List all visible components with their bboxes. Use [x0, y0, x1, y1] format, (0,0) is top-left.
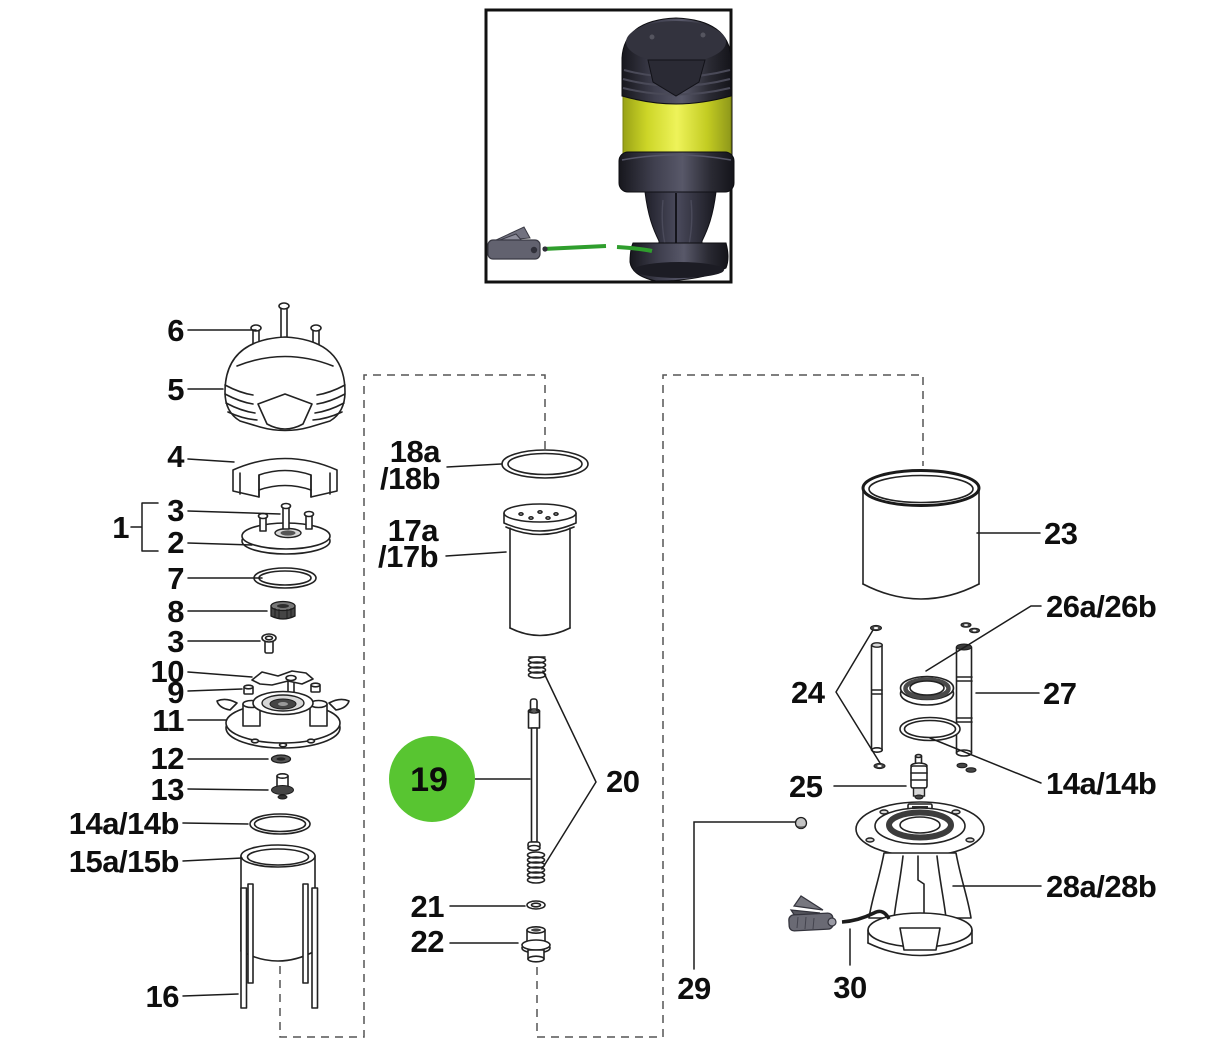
part-label-2: 2 — [167, 525, 184, 560]
part-27-rod-right-drawing — [955, 622, 980, 773]
part-30-clamp-drawing — [788, 895, 891, 932]
part-28-base-drawing — [855, 801, 985, 957]
part-label-21: 21 — [411, 889, 445, 924]
product-cable-segment — [616, 245, 653, 253]
part-22-fitting-drawing — [521, 925, 551, 963]
part-12-oring-drawing — [270, 754, 292, 764]
part-8-nut-drawing — [270, 600, 296, 620]
part-label-15: 15a/15b — [69, 844, 179, 879]
part-label-24: 24 — [791, 675, 826, 710]
part-label-27: 27 — [1043, 676, 1076, 711]
part-label-17a: 17a — [388, 513, 439, 548]
part-label-17b: /17b — [378, 539, 438, 574]
part-10-plate-drawing — [251, 670, 314, 698]
part-label-18a: 18a — [390, 434, 441, 469]
part-13-valve-drawing — [271, 772, 294, 800]
part-label-3-top: 3 — [167, 493, 184, 528]
part-3-screw-drawing — [261, 633, 277, 654]
part-label-29: 29 — [677, 971, 711, 1006]
part-17-cylinder-drawing — [503, 503, 577, 637]
part-16-legs-drawing — [240, 883, 319, 1009]
part-20-spring-bottom-drawing — [526, 851, 546, 884]
part-7-oring-drawing — [253, 567, 317, 589]
part-26-seal-drawing — [899, 675, 955, 706]
part-label-12: 12 — [151, 741, 184, 776]
part-24-rod-left-drawing — [870, 624, 886, 770]
part-label-14-right: 14a/14b — [1046, 766, 1156, 801]
part-label-25: 25 — [789, 769, 823, 804]
part-label-4: 4 — [167, 439, 185, 474]
product-photo — [484, 8, 735, 284]
part-5-cap-drawing — [224, 336, 346, 432]
part-label-23: 23 — [1044, 516, 1078, 551]
part-labels: 6 5 4 1 3 2 7 8 3 10 9 11 12 13 14a/14b … — [69, 313, 1157, 1014]
part-label-22: 22 — [411, 924, 444, 959]
part-label-28: 28a/28b — [1046, 869, 1156, 904]
part-label-5: 5 — [167, 372, 184, 407]
part-label-14-left: 14a/14b — [69, 806, 179, 841]
part-label-8: 8 — [167, 594, 184, 629]
part-23-cylinder-drawing — [861, 469, 981, 600]
part-label-13: 13 — [151, 772, 185, 807]
part-21-ring-drawing — [526, 900, 546, 910]
part-9-nuts-drawing — [243, 682, 321, 695]
highlight-circle-part-19[interactable]: 19 — [389, 736, 475, 822]
dashed-outline-left-group — [279, 374, 546, 1038]
part-label-30: 30 — [833, 970, 866, 1005]
part-18-oring-drawing — [501, 449, 589, 479]
part-29-ball-drawing — [794, 816, 808, 830]
part-label-11: 11 — [152, 703, 184, 738]
part-label-9: 9 — [167, 675, 184, 710]
part-11-flange-drawing — [216, 690, 350, 749]
part-label-18b: /18b — [380, 461, 440, 496]
part-2-disc-drawing — [241, 502, 331, 555]
part-label-10: 10 — [151, 654, 184, 689]
dashed-outline-right-group — [536, 374, 924, 1038]
part-label-3-mid: 3 — [167, 624, 184, 659]
part-label-26: 26a/26b — [1046, 589, 1156, 624]
part-19-rod-drawing — [527, 698, 541, 852]
part-4-block-drawing — [232, 457, 338, 498]
part-25-valve-drawing — [910, 753, 928, 800]
product-front-shield — [647, 59, 706, 97]
leader-lines — [130, 329, 1042, 997]
part-14-oring-right-drawing — [899, 716, 961, 742]
part-label-16: 16 — [146, 979, 180, 1014]
part-20-spring-top-drawing — [527, 656, 547, 679]
part-14-oring-left-drawing — [249, 813, 311, 835]
product-cable — [542, 244, 607, 251]
part-label-6: 6 — [167, 313, 184, 348]
product-clamp — [487, 226, 548, 260]
part-label-1: 1 — [112, 510, 129, 545]
part-label-19: 19 — [410, 761, 448, 799]
highlight-circle[interactable] — [389, 736, 475, 822]
part-label-20: 20 — [606, 764, 639, 799]
part-label-7: 7 — [167, 561, 184, 596]
